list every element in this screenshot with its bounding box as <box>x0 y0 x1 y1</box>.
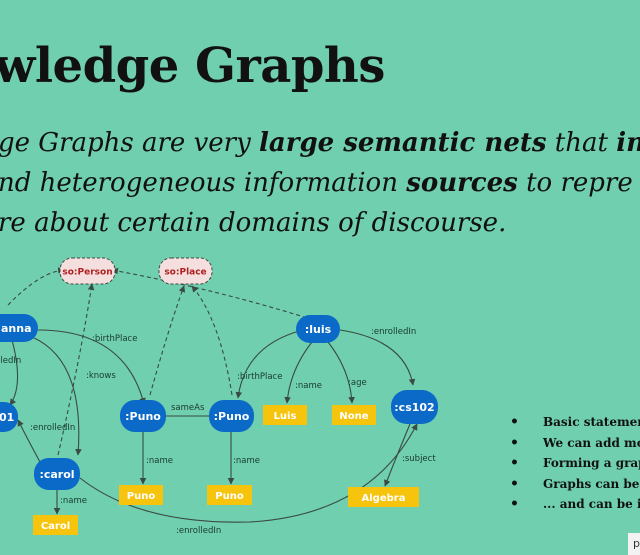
edge-label-enrolledin: :enrolledIn <box>30 423 75 433</box>
literal-carol: Carol <box>33 515 78 535</box>
literal-luis: Luis <box>263 405 307 425</box>
intro-text: to repre <box>517 168 633 198</box>
node-shape <box>209 400 254 432</box>
edge-type-anna-person <box>7 267 65 306</box>
corner-badge[interactable]: p <box>628 533 640 555</box>
literal-box <box>119 485 163 505</box>
bullet-item: Basic statemen <box>510 414 640 436</box>
edge-anna-birthplace <box>37 329 146 405</box>
literal-label: Puno <box>215 491 244 502</box>
edge-label-subject: :subject <box>402 454 436 464</box>
edge-label-enrolledin: :enrolledIn <box>371 327 416 337</box>
intro-line-3: re about certain domains of discourse. <box>0 208 506 238</box>
bullet-list: Basic statemen We can add mo Forming a g… <box>510 414 640 518</box>
class-node-shape <box>59 257 116 285</box>
intro-text: ge Graphs are very <box>0 128 260 158</box>
literal-algebra: Algebra <box>348 487 419 507</box>
literal-label: Carol <box>41 521 70 532</box>
node-cs102: :cs102 <box>391 390 438 424</box>
edge-luis-age <box>327 341 355 404</box>
class-node-label: so:Person <box>62 268 112 278</box>
node-label: :Puno <box>125 410 161 423</box>
literal-box <box>332 405 376 425</box>
node-label: :luis <box>305 323 332 336</box>
node-label: :Puno <box>214 410 250 423</box>
literal-none: None <box>332 405 376 425</box>
bullet-item: Graphs can be <box>510 476 640 498</box>
edge-anna-enrolledin <box>9 339 19 406</box>
edge-luis-birthplace <box>235 329 304 399</box>
intro-emphasis: large semantic nets <box>259 128 547 158</box>
node-label: anna <box>1 322 32 335</box>
edge-luis-enrolledin <box>339 329 416 386</box>
intro-text: re about certain domains of discourse. <box>0 208 507 238</box>
literal-box <box>33 515 78 535</box>
literal-box <box>348 487 419 507</box>
edge-cs102-subject <box>384 423 411 487</box>
edge-label-enrolledin: :enrolledIn <box>176 526 221 536</box>
node-shape <box>0 314 38 342</box>
bullet-item: ... and can be in <box>510 496 640 518</box>
edge-label-name: :name <box>60 496 87 506</box>
class-node-person: so:Person <box>59 257 116 285</box>
node-shape <box>296 315 340 343</box>
edge-label-knows: :knows <box>86 371 116 381</box>
intro-emphasis: int <box>616 128 640 158</box>
node-label: :cs102 <box>394 401 434 414</box>
intro-emphasis: sources <box>406 168 518 198</box>
edge-carol-enrolledin <box>17 419 41 463</box>
edge-label-sameas: sameAs <box>171 403 205 413</box>
literal-label: Algebra <box>362 493 406 504</box>
bullet-item: Forming a grap <box>510 455 640 477</box>
edge-type-carol-person <box>57 283 95 456</box>
slide-title: wledge Graphs <box>0 38 385 94</box>
edge-label-enrolledin: lledIn <box>0 356 21 366</box>
node-carol: :carol <box>34 458 80 490</box>
literal-box <box>207 485 252 505</box>
edge-type-puno1-place <box>149 285 186 396</box>
class-node-shape <box>158 257 213 285</box>
intro-text: nd heterogeneous information <box>0 168 407 198</box>
node-shape <box>0 402 18 432</box>
node-shape <box>120 400 166 432</box>
edge-carol-cs102 <box>79 423 418 523</box>
literal-label: None <box>339 411 368 422</box>
edge-label-name: :name <box>233 456 260 466</box>
node-01: 01 <box>0 402 18 432</box>
literal-label: Puno <box>127 491 156 502</box>
intro-line-2: nd heterogeneous information sources to … <box>0 168 633 198</box>
node-puno-1: :Puno <box>120 400 166 432</box>
intro-text: that <box>546 128 617 158</box>
class-node-place: so:Place <box>158 257 213 285</box>
node-anna: anna <box>0 314 38 342</box>
edge-luis-name <box>284 341 313 404</box>
class-node-label: so:Place <box>164 268 206 278</box>
node-shape <box>34 458 80 490</box>
literal-label: Luis <box>274 411 297 422</box>
edge-label-name: :name <box>146 456 173 466</box>
node-label: :carol <box>39 468 74 481</box>
node-shape <box>391 390 438 424</box>
literal-puno-2: Puno <box>207 485 252 505</box>
edge-label-birthplace: :birthPlace <box>237 372 282 382</box>
node-luis: :luis <box>296 315 340 343</box>
edge-label-name: :name <box>295 381 322 391</box>
node-puno-2: :Puno <box>209 400 254 432</box>
edge-type-puno2-place <box>191 285 233 396</box>
edge-anna-knows <box>31 336 82 456</box>
edge-type-luis-person <box>111 267 321 323</box>
bullet-item: We can add mo <box>510 435 640 457</box>
intro-line-1: ge Graphs are very large semantic nets t… <box>0 128 640 158</box>
node-label: 01 <box>0 411 14 424</box>
literal-puno-1: Puno <box>119 485 163 505</box>
edge-label-age: :age <box>348 378 367 388</box>
literal-box <box>263 405 307 425</box>
edge-label-birthplace: :birthPlace <box>92 334 137 344</box>
